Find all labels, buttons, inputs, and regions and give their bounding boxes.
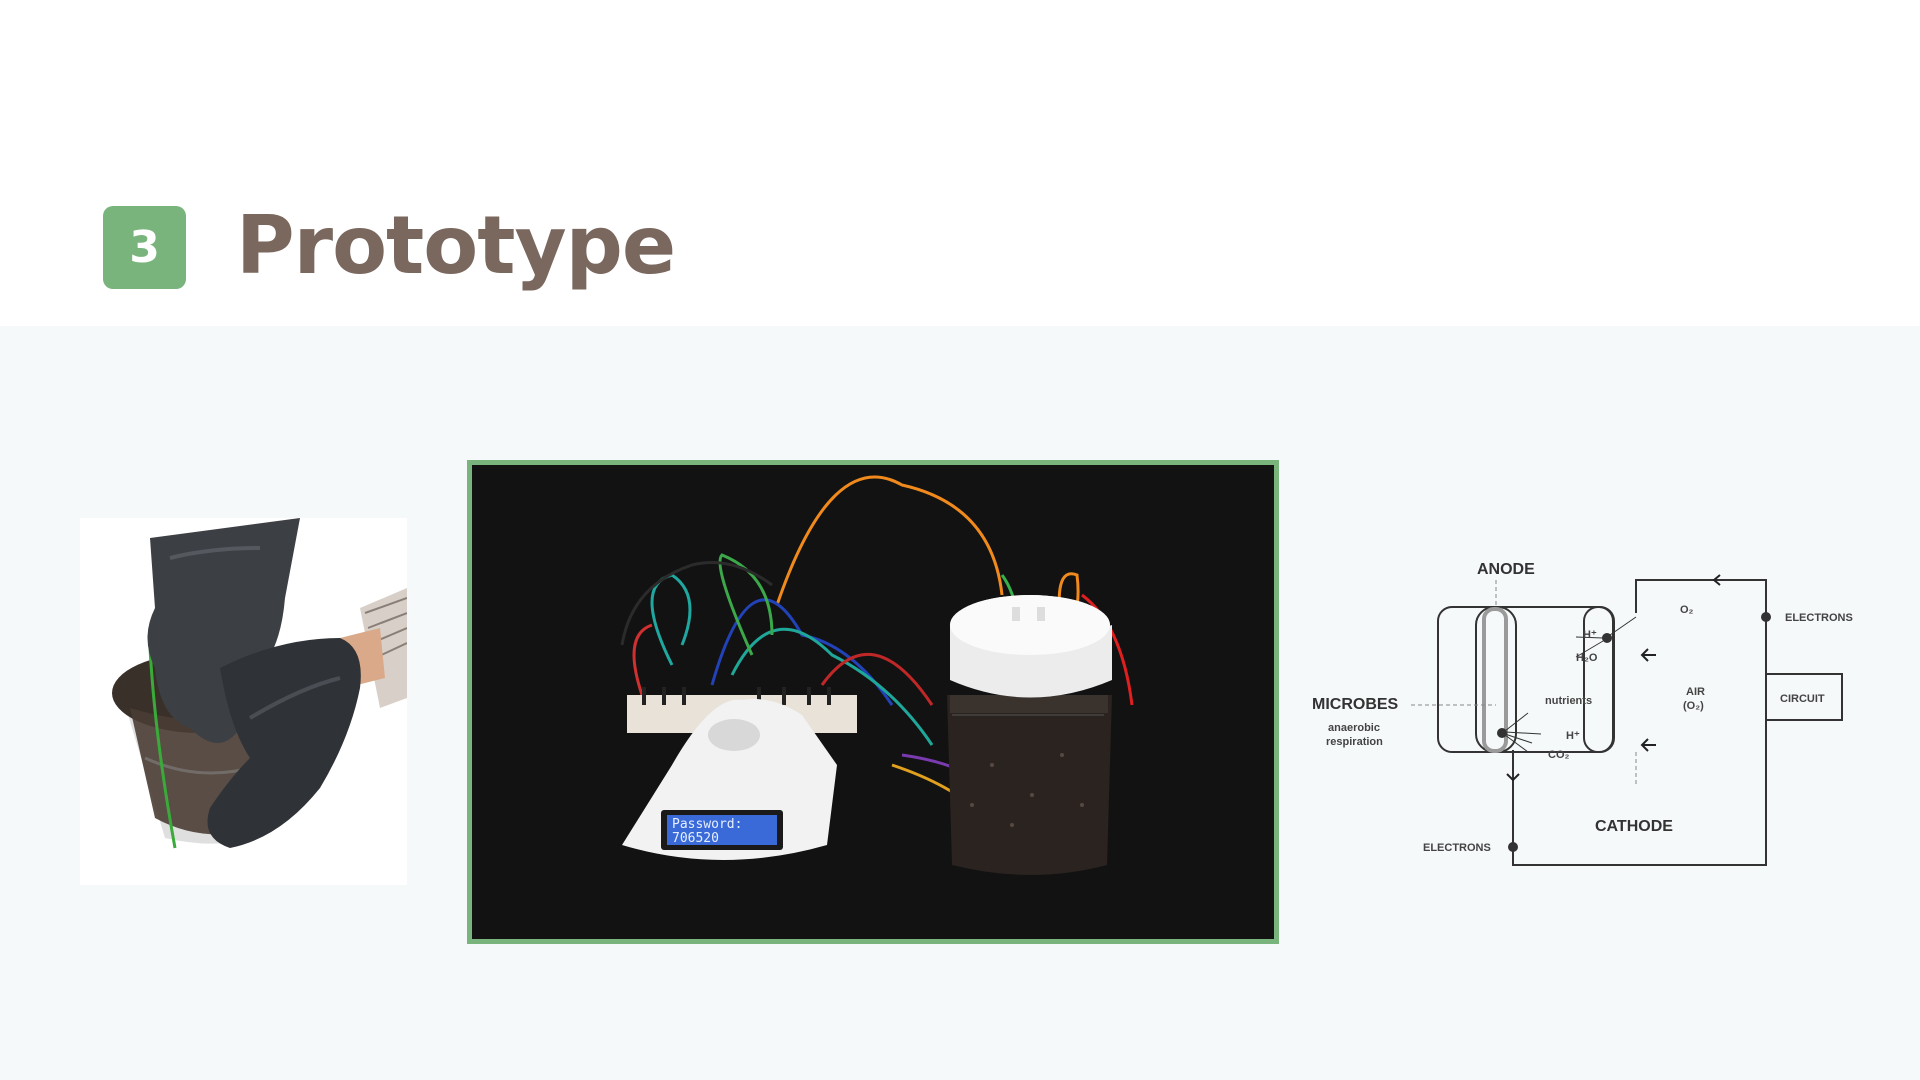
respiration-label: respiration (1326, 736, 1383, 748)
lcd-line-2: 706520 (672, 831, 719, 846)
cathode-label: CATHODE (1595, 818, 1673, 835)
air-label: AIR (1686, 686, 1705, 698)
h-plus-top-label: H⁺ (1583, 629, 1597, 641)
microbes-label: MICROBES (1312, 696, 1399, 713)
fuel-cell-diagram: ANODE CATHODE MICROBES anaerobic respira… (1300, 545, 1860, 885)
slide-title: Prototype (236, 199, 676, 292)
soil-hands-photo (80, 518, 407, 885)
air-o2-label: (O₂) (1683, 700, 1704, 712)
lcd-line-1: Password: (672, 817, 742, 832)
circuit-label: CIRCUIT (1780, 693, 1825, 705)
section-number-badge: 3 (103, 206, 186, 289)
electrons-bottom-label: ELECTRONS (1423, 842, 1491, 854)
co2-label: CO₂ (1548, 749, 1570, 761)
electrons-top-label: ELECTRONS (1785, 612, 1853, 624)
prototype-photo: Password: 706520 (467, 460, 1279, 944)
slide-header: 3 Prototype (0, 0, 1920, 326)
nutrients-label: nutrients (1545, 695, 1592, 707)
anode-label: ANODE (1477, 561, 1535, 578)
h2o-label: H₂O (1576, 652, 1598, 664)
o2-label: O₂ (1680, 604, 1694, 616)
anaerobic-label: anaerobic (1328, 722, 1380, 734)
h-plus-bottom-label: H⁺ (1566, 730, 1580, 742)
